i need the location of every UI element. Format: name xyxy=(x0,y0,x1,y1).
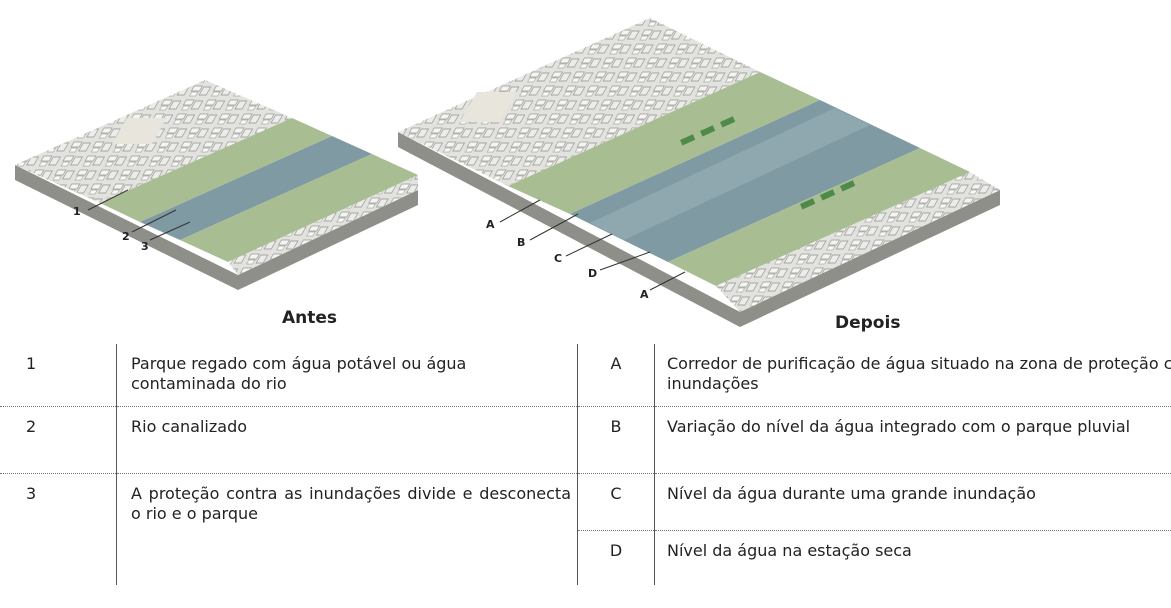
after-callout-line-a2 xyxy=(649,271,686,291)
caption-before: Antes xyxy=(282,308,338,328)
after-model: A B C D A xyxy=(398,18,1000,327)
legend-letter-text: Nível da água durante uma grande inundaç… xyxy=(654,473,1171,531)
legend-letter-text: Variação do nível da água integrado com … xyxy=(654,406,1171,474)
caption-after: Depois xyxy=(835,313,901,333)
after-callout-line-a1 xyxy=(499,199,541,223)
legend-number-text: Rio canalizado xyxy=(116,406,578,474)
legend-row: D Nível da água na estação seca xyxy=(0,530,1171,585)
legend-row: 1 Parque regado com água potável ou água… xyxy=(0,344,1171,407)
before-callout-line-3 xyxy=(149,221,191,241)
legend-row: 2 Rio canalizado B Variação do nível da … xyxy=(0,406,1171,474)
before-slab-side xyxy=(15,165,418,290)
legend-letter-text: Corredor de purificação de água situado … xyxy=(654,344,1171,407)
after-callout-b: B xyxy=(517,236,525,249)
legend-number-text: Parque regado com água potável ou água c… xyxy=(116,344,578,407)
legend-number: 2 xyxy=(0,406,117,474)
after-plaza xyxy=(459,92,517,122)
before-park-upper xyxy=(100,118,332,222)
legend-letter-text-b: Variação do nível da água integrado com … xyxy=(667,417,1131,436)
after-callout-c: C xyxy=(554,252,562,265)
legend-row: 3 A proteção contra as inundações divide… xyxy=(0,473,1171,585)
before-plaza xyxy=(111,118,167,144)
before-callout-3: 3 xyxy=(141,240,149,253)
before-callout-2: 2 xyxy=(122,230,130,243)
after-callout-d: D xyxy=(588,267,597,280)
legend-number: 1 xyxy=(0,344,117,407)
legend-table: 1 Parque regado com água potável ou água… xyxy=(0,344,1171,585)
after-city-upper xyxy=(398,18,760,186)
after-park-upper xyxy=(508,72,820,214)
before-callout-1: 1 xyxy=(73,205,81,218)
after-tree-rows xyxy=(680,116,856,210)
legend-letter: D xyxy=(577,530,655,585)
before-city-upper xyxy=(15,80,292,203)
river-park-diagram: 1 2 3 A B C xyxy=(15,18,1000,327)
after-callout-a1: A xyxy=(486,218,495,231)
before-callout-line-2 xyxy=(131,209,177,233)
before-park-lower xyxy=(180,154,418,262)
after-callout-a2: A xyxy=(640,288,649,301)
legend-letter-text: Nível da água na estação seca xyxy=(667,541,912,560)
after-river-shallow xyxy=(590,108,870,240)
legend-letter-text-a: Corredor de purificação de água situado … xyxy=(667,354,1171,393)
after-callout-line-d xyxy=(599,251,651,271)
before-model: 1 2 3 xyxy=(15,80,418,290)
after-city-lower xyxy=(716,172,1000,312)
legend-number: 3 xyxy=(0,473,117,585)
before-callout-line-1 xyxy=(87,189,129,211)
legend-letter: B xyxy=(577,406,655,474)
after-callout-line-c xyxy=(565,233,613,257)
after-park-lower xyxy=(668,148,970,286)
legend-letter: C xyxy=(577,473,655,531)
before-city-lower xyxy=(228,175,418,275)
after-callout-line-b xyxy=(529,213,579,241)
before-river xyxy=(140,136,372,240)
legend-letter: A xyxy=(577,344,655,407)
legend-number-text: A proteção contra as inundações divide e… xyxy=(131,484,571,523)
